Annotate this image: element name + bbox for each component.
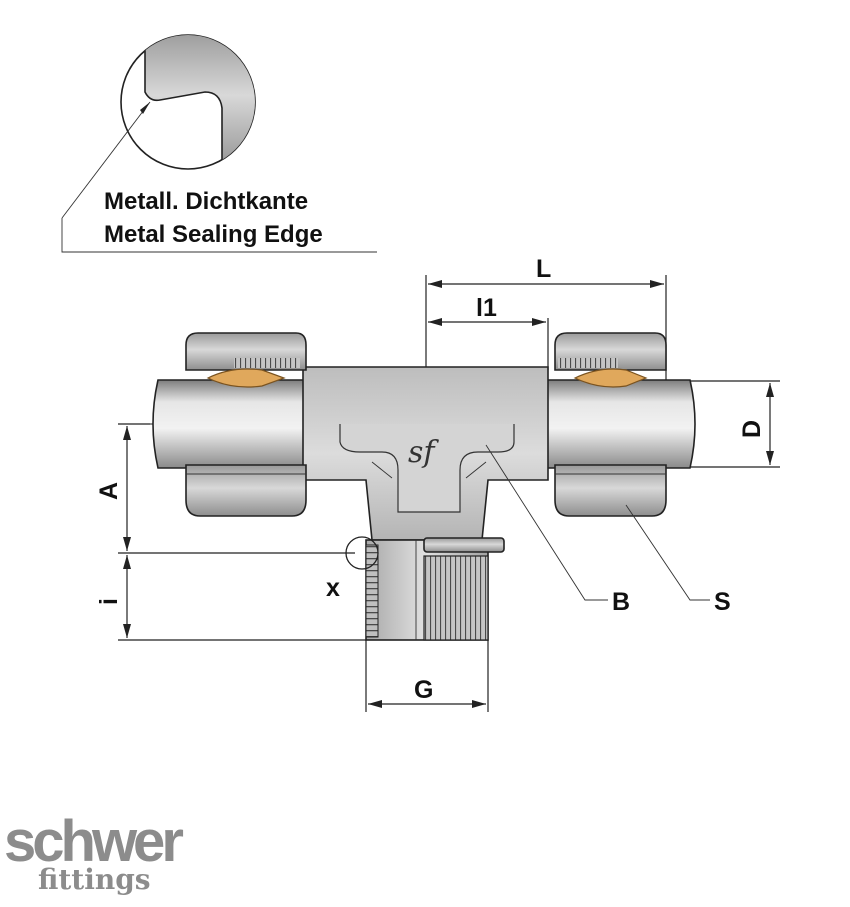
schwer-fittings-logo: schwer fittings <box>4 812 194 902</box>
nut-right-bottom <box>554 464 667 517</box>
part-label-S: S <box>714 588 731 616</box>
dimension-line-G <box>365 640 489 712</box>
nut-left-bottom <box>185 464 307 517</box>
dim-label-i: i <box>95 598 123 605</box>
dim-label-D: D <box>738 420 766 438</box>
tee-body <box>302 366 549 541</box>
dimension-line-D <box>690 380 780 468</box>
threaded-stem <box>365 537 505 641</box>
detail-x-circle <box>345 536 379 570</box>
part-label-B: B <box>612 588 630 616</box>
dim-label-G: G <box>414 676 433 704</box>
nut-right-top <box>554 332 667 388</box>
logo-wordmark-main: schwer <box>4 809 184 874</box>
tube-left <box>152 379 309 469</box>
sealing-edge-detail <box>61 34 377 253</box>
callout-label-en: Metal Sealing Edge <box>104 221 323 248</box>
dim-label-A: A <box>95 482 123 500</box>
leader-lines <box>485 444 710 601</box>
logo-wordmark-sub: fittings <box>38 863 151 896</box>
detail-label-x: x <box>326 574 340 602</box>
nut-left-top <box>185 332 307 388</box>
tube-right <box>544 379 696 469</box>
body-engraving-logo: sf <box>408 435 439 470</box>
dim-label-l1: l1 <box>476 294 497 322</box>
callout-label-de: Metall. Dichtkante <box>104 188 308 215</box>
dim-label-L: L <box>536 255 551 283</box>
dimension-lines-left <box>118 423 366 641</box>
